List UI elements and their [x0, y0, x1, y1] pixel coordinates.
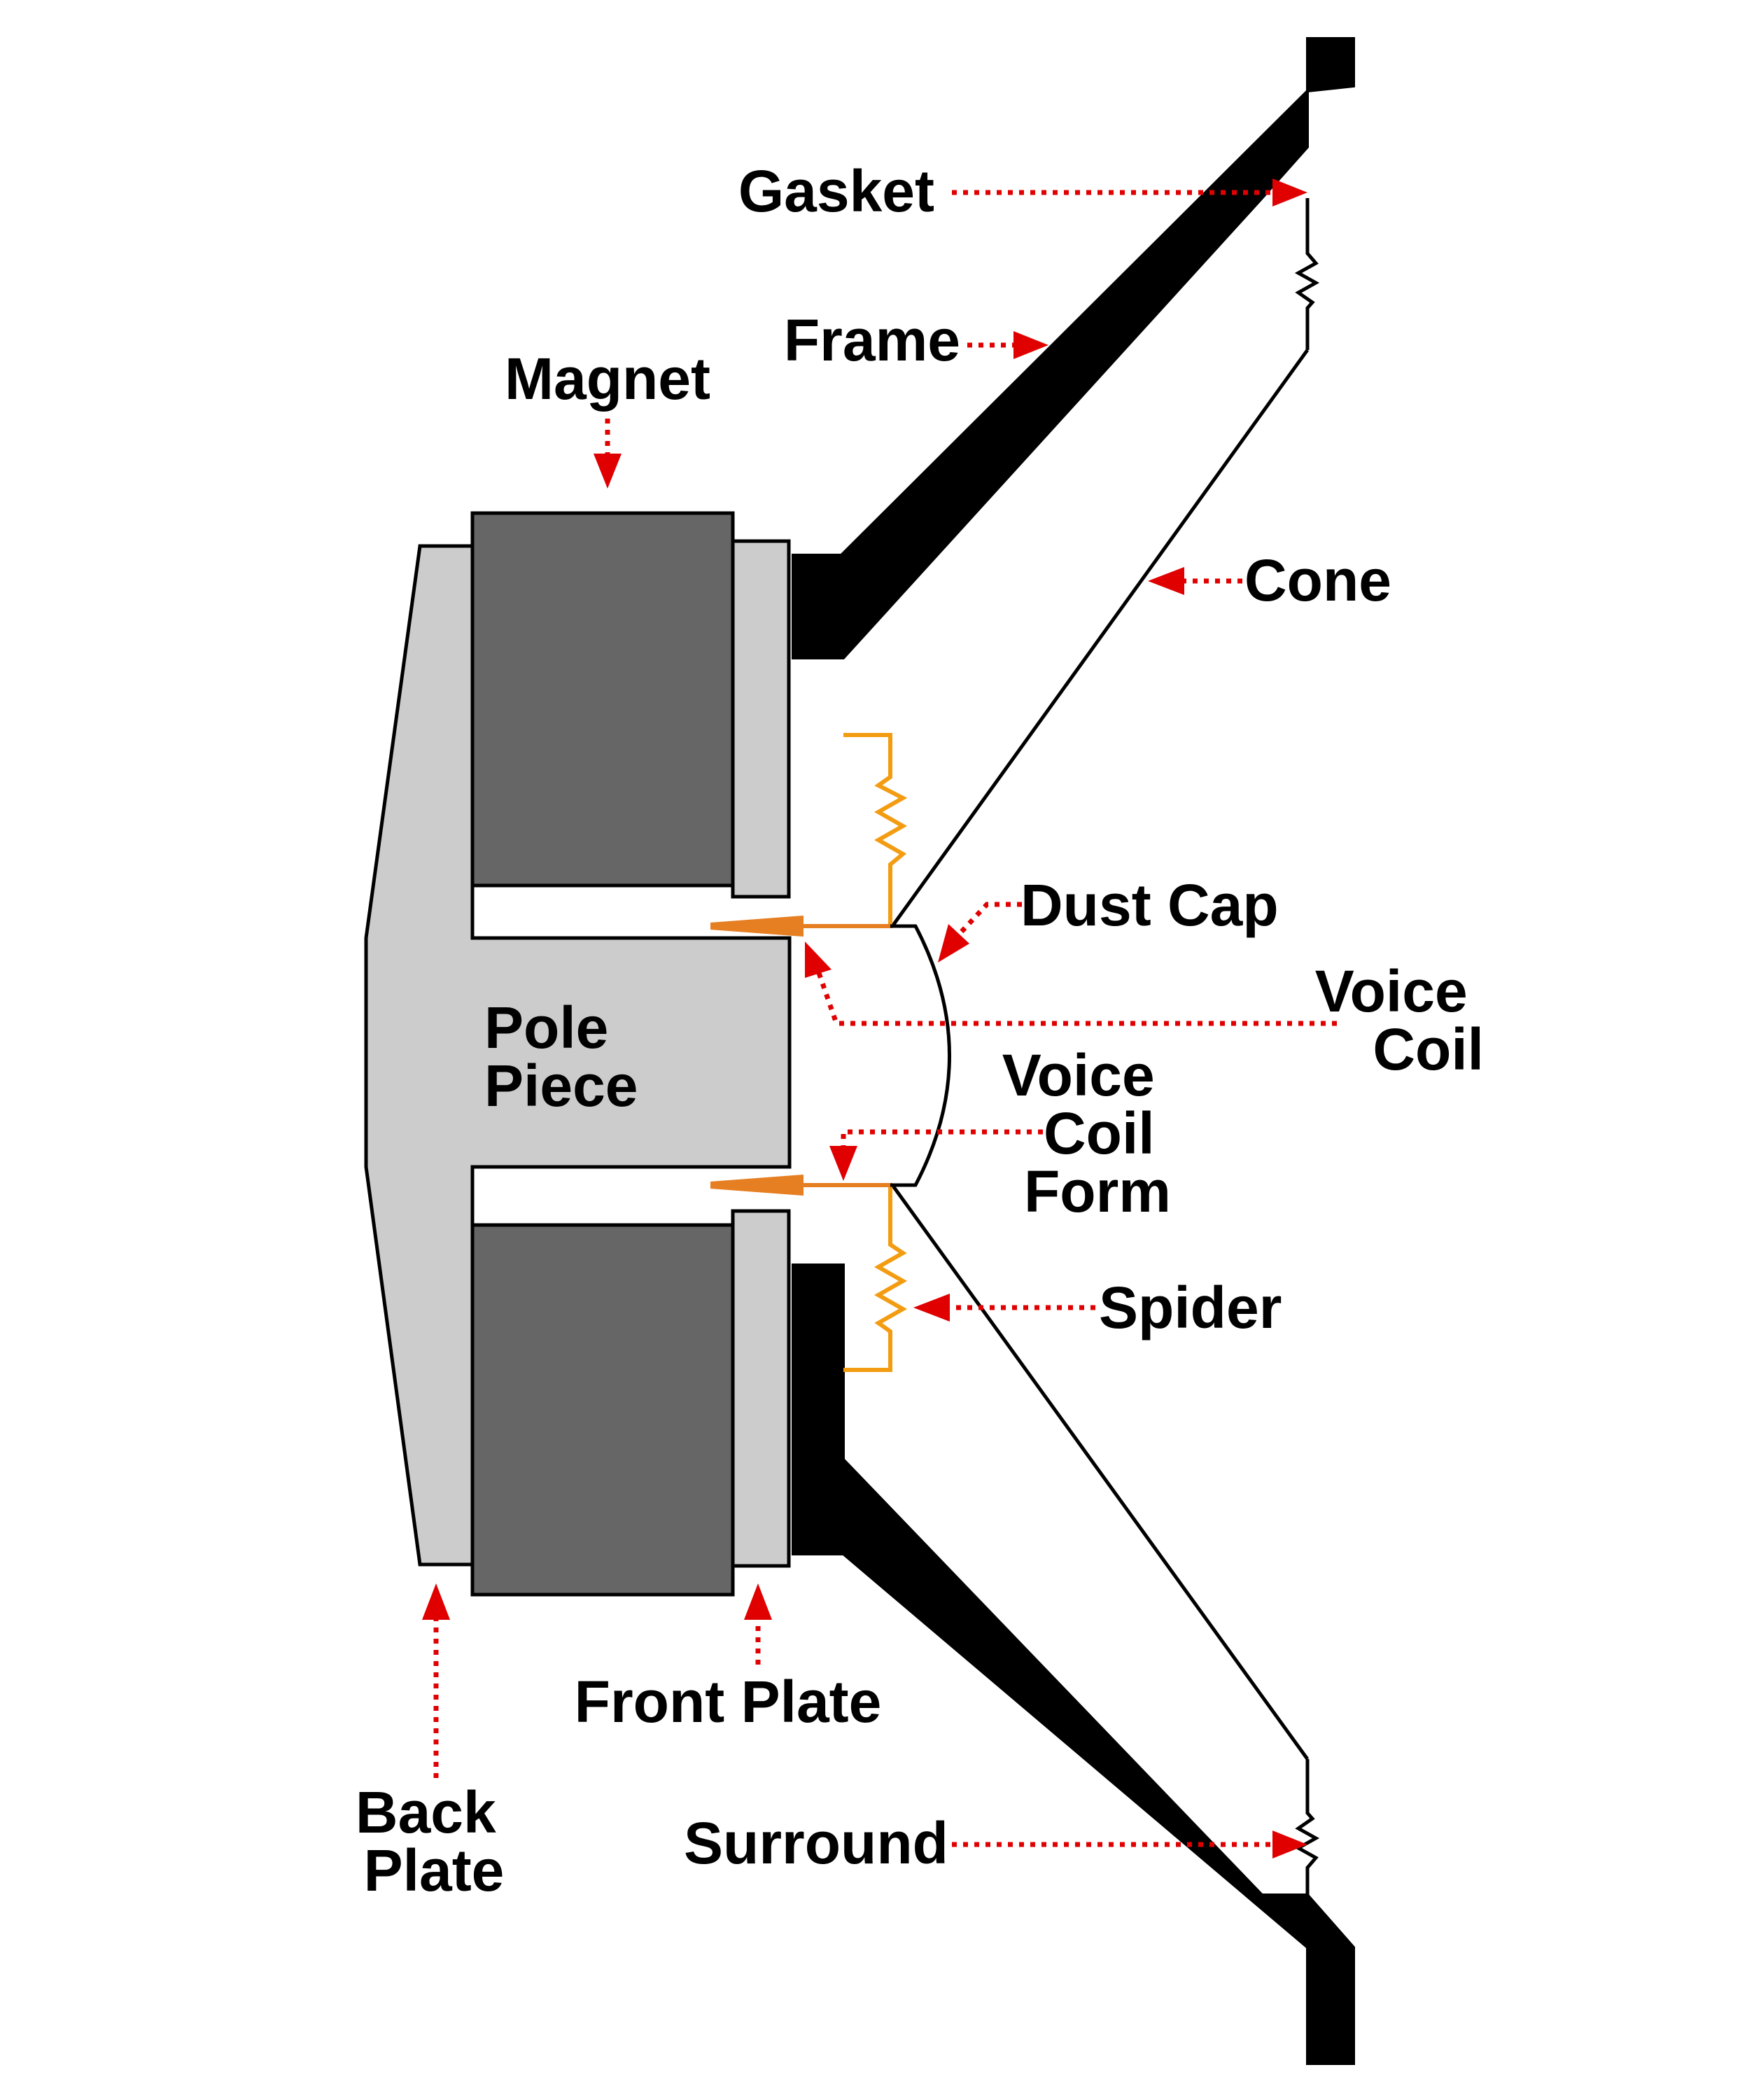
voice-coil-label-line-1: Voice — [1315, 958, 1468, 1024]
dust-cap — [890, 924, 951, 1187]
cone-label: Cone — [1244, 547, 1391, 613]
voice-coil-winding-bottom — [710, 1175, 804, 1196]
spider-arrowhead — [913, 1294, 950, 1322]
spider — [843, 733, 908, 1372]
voice-coil-leader — [816, 972, 1337, 1026]
back-plate-label-line-1: Back — [356, 1779, 496, 1845]
pole-piece-label: Pole Piece — [484, 995, 638, 1119]
back-plate-arrowhead — [422, 1583, 450, 1620]
front-plate-bottom — [731, 1209, 791, 1568]
dust-cap-leader — [957, 902, 1022, 937]
cone — [890, 349, 1310, 1760]
frame-bottom-arm — [792, 1264, 1355, 2065]
dust-cap-arrowhead — [938, 924, 969, 962]
magnet-top — [470, 511, 735, 888]
gasket-label: Gasket — [738, 158, 934, 224]
back-plate-label: Back Plate — [356, 1779, 512, 1903]
voice-coil-form-leader — [841, 1129, 1043, 1148]
leader-lines — [422, 178, 1337, 1858]
voice-coil-winding-top — [710, 916, 804, 937]
front-plate-arrowhead — [744, 1583, 772, 1620]
labels: Gasket Frame Magnet Cone Dust Cap Voice … — [356, 158, 1484, 1903]
surround-top — [1294, 198, 1320, 350]
magnet-arrowhead — [594, 454, 622, 489]
spider-label: Spider — [1099, 1275, 1282, 1340]
voice-coil-arrowhead — [805, 941, 832, 978]
voice-coil-form-label: Voice Coil Form — [1002, 1042, 1171, 1224]
front-plate-top — [731, 539, 791, 899]
surround-label: Surround — [684, 1810, 948, 1876]
surround — [1294, 198, 1320, 1895]
voice-coil-label: Voice Coil — [1315, 958, 1484, 1082]
gasket-arrowhead — [1272, 178, 1307, 206]
magnet-bottom — [470, 1223, 735, 1597]
pole-piece-label-line-2: Piece — [484, 1053, 638, 1119]
spider-bottom — [843, 1185, 908, 1372]
voice-coil-form-label-line-3: Form — [1024, 1158, 1171, 1224]
frame-arrowhead — [1013, 331, 1048, 359]
voice-coil-form-arrowhead — [829, 1146, 857, 1181]
back-plate-label-line-2: Plate — [364, 1837, 505, 1903]
spider-top — [843, 733, 908, 926]
cone-lower-line — [890, 1184, 1310, 1760]
cone-arrowhead — [1148, 567, 1184, 595]
voice-coil — [710, 916, 804, 1196]
frame-label: Frame — [784, 307, 960, 373]
surround-bottom — [1294, 1759, 1320, 1895]
pole-piece-label-line-1: Pole — [484, 995, 608, 1060]
voice-coil-label-line-2: Coil — [1373, 1016, 1484, 1082]
voice-coil-form-label-line-2: Coil — [1044, 1100, 1155, 1166]
cone-upper-line — [890, 349, 1310, 927]
voice-coil-form-label-line-1: Voice — [1002, 1042, 1155, 1108]
magnet-label: Magnet — [505, 346, 710, 412]
dust-cap-label: Dust Cap — [1020, 872, 1279, 938]
front-plate-label: Front Plate — [575, 1669, 882, 1735]
surround-arrowhead — [1272, 1830, 1307, 1858]
